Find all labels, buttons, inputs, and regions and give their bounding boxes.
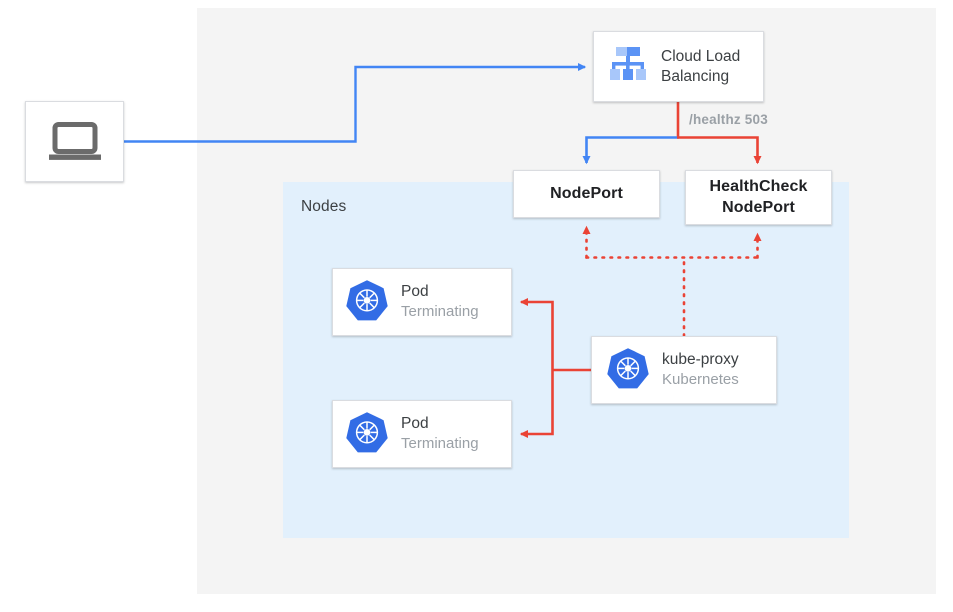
pod-1-status: Terminating <box>401 303 479 321</box>
nodeport-label: NodePort <box>550 184 623 202</box>
healthz-edge-label: /healthz 503 <box>689 112 768 127</box>
laptop-icon <box>47 121 103 162</box>
kube-proxy-node[interactable]: kube-proxy Kubernetes <box>591 336 777 404</box>
nodes-panel-label: Nodes <box>301 198 347 215</box>
healthcheck-nodeport-text: HealthCheck NodePort <box>709 177 807 218</box>
healthcheck-nodeport-label-line2: NodePort <box>722 198 795 216</box>
nodeport-node[interactable]: NodePort <box>513 170 660 218</box>
kubernetes-icon <box>606 346 650 395</box>
cloud-load-balancing-text: Cloud Load Balancing <box>661 47 740 87</box>
cloud-load-balancing-icon <box>607 43 649 90</box>
pod-2-text: Pod Terminating <box>401 414 479 453</box>
pod-2-status: Terminating <box>401 435 479 453</box>
healthcheck-nodeport-label-line1: HealthCheck <box>709 178 808 196</box>
cloud-load-balancing-title-line1: Cloud Load <box>661 47 741 65</box>
pod-1-text: Pod Terminating <box>401 282 479 321</box>
pod-node-2[interactable]: Pod Terminating <box>332 400 512 468</box>
pod-1-title: Pod <box>401 283 429 301</box>
kubernetes-icon <box>345 410 389 459</box>
pod-2-title: Pod <box>401 415 429 433</box>
kube-proxy-text: kube-proxy Kubernetes <box>662 350 739 389</box>
kube-proxy-subtitle: Kubernetes <box>662 371 739 389</box>
healthcheck-nodeport-node[interactable]: HealthCheck NodePort <box>685 170 832 225</box>
pod-node-1[interactable]: Pod Terminating <box>332 268 512 336</box>
cloud-load-balancing-node[interactable]: Cloud Load Balancing <box>593 31 764 102</box>
kube-proxy-title: kube-proxy <box>662 351 739 369</box>
cloud-load-balancing-title-line2: Balancing <box>661 67 730 85</box>
kubernetes-icon <box>345 278 389 327</box>
client-node[interactable] <box>25 101 124 182</box>
